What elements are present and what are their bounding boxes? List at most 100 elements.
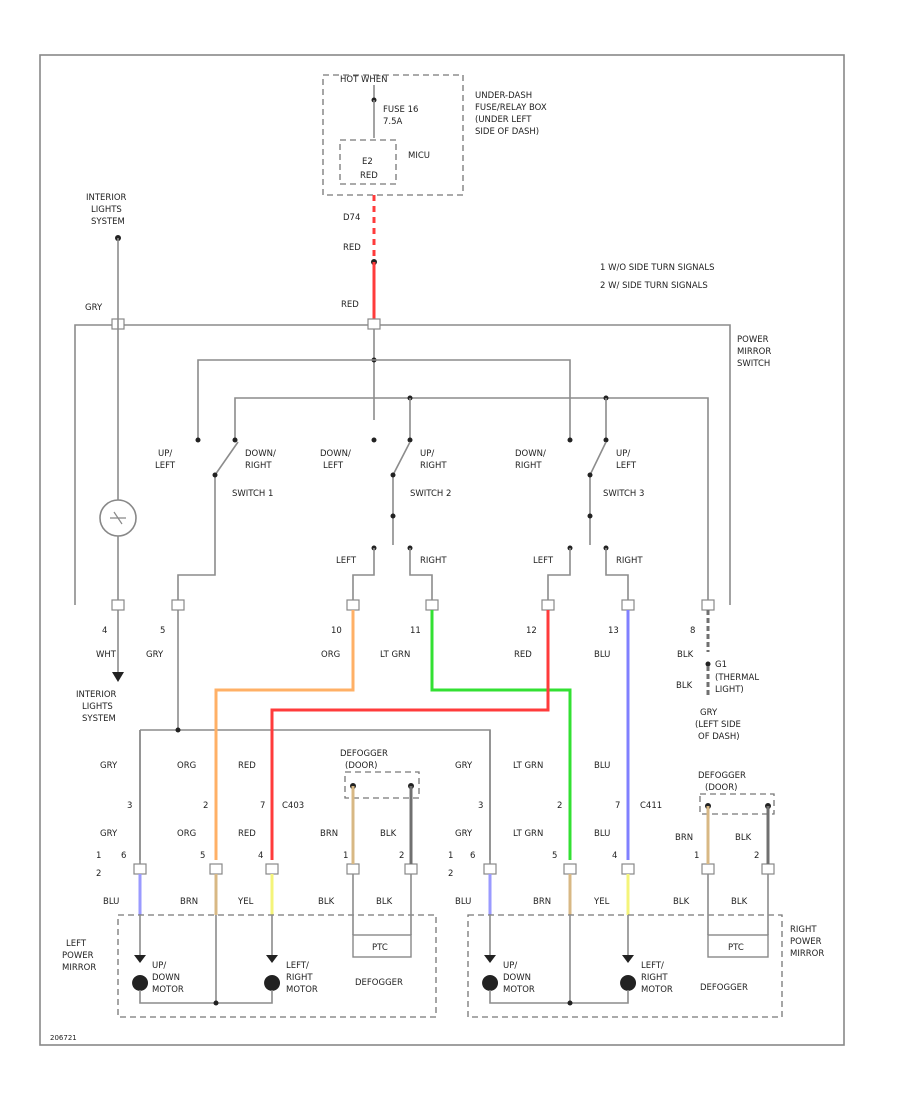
rm-bottom-pin-2: 5 bbox=[552, 851, 557, 861]
rm-top-color-3: BLU bbox=[594, 761, 610, 771]
lm-motor1-2: DOWN bbox=[152, 973, 180, 983]
lm-bottom-pin-3: 4 bbox=[258, 851, 263, 861]
lm-motor1-3: MOTOR bbox=[152, 985, 184, 995]
rm-mid-color-1: GRY bbox=[455, 829, 473, 839]
left-mirror-group: GRY ORG RED 3 2 7 C403 GRY ORG RED 1 2 6… bbox=[62, 749, 437, 1018]
rm-conn-2 bbox=[563, 863, 577, 875]
sw3-contact-r bbox=[603, 437, 609, 443]
rm-mid-color-3: BLU bbox=[594, 829, 610, 839]
switch2-center bbox=[390, 513, 396, 519]
org-wire bbox=[214, 610, 355, 860]
sw1-right-label-1: DOWN/ bbox=[245, 449, 276, 459]
lm-pin-1: 3 bbox=[127, 801, 132, 811]
fuse-box-label-4: SIDE OF DASH) bbox=[475, 127, 539, 137]
interior-lights-arrow bbox=[112, 672, 124, 682]
lm-bottom-pin-4: 1 bbox=[343, 851, 348, 861]
ground-blk-bottom: BLK bbox=[676, 681, 693, 691]
rm-name-2: POWER bbox=[790, 937, 822, 947]
lm-top-color-1: GRY bbox=[100, 761, 118, 771]
rm-motor2-1: LEFT/ bbox=[641, 961, 664, 971]
gry-distribution bbox=[140, 729, 491, 860]
note-1: 1 W/O SIDE TURN SIGNALS bbox=[600, 263, 714, 273]
rm-common-dot bbox=[567, 1000, 573, 1006]
d74-label: D74 bbox=[343, 213, 360, 223]
lm-conn-1 bbox=[133, 863, 147, 875]
rm-motor2-2: RIGHT bbox=[641, 973, 668, 983]
rm-bottom-color-1: BLU bbox=[455, 897, 471, 907]
ground-label-1: (THERMAL bbox=[715, 673, 759, 683]
lm-mid-color-1: GRY bbox=[100, 829, 118, 839]
lm-bottom-pin-2: 5 bbox=[200, 851, 205, 861]
lm-motor-common bbox=[139, 990, 273, 1004]
sw3-left-text: LEFT bbox=[533, 556, 554, 566]
switch-label-2: MIRROR bbox=[737, 347, 771, 357]
top-red-label: RED bbox=[343, 243, 361, 253]
sw1-left-label-1: UP/ bbox=[158, 449, 172, 459]
lm-bottom-color-3: YEL bbox=[237, 897, 254, 907]
rm-pin-1: 3 bbox=[478, 801, 483, 811]
lt-grn-wire bbox=[430, 610, 572, 860]
pin-13-connector bbox=[621, 599, 635, 611]
e2-connector-label: E2 bbox=[362, 157, 373, 167]
fuse-rating-label: 7.5A bbox=[383, 117, 403, 127]
lm-motor2-2: RIGHT bbox=[286, 973, 313, 983]
pin-5-connector bbox=[171, 599, 185, 611]
interior-lights-bottom-3: SYSTEM bbox=[82, 714, 116, 724]
g1-dot bbox=[705, 661, 711, 667]
lm-defogger-top-2: (DOOR) bbox=[345, 761, 377, 771]
pin-10-connector bbox=[346, 599, 360, 611]
interior-lights-top-1: INTERIOR bbox=[86, 193, 127, 203]
switch1-name: SWITCH 1 bbox=[232, 489, 273, 499]
rm-heater-label: PTC bbox=[728, 943, 744, 953]
sw3-left-label-1: DOWN/ bbox=[515, 449, 546, 459]
lm-inner-wires bbox=[139, 874, 412, 1003]
lm-name-2: POWER bbox=[62, 951, 94, 961]
sw3-right-text: RIGHT bbox=[616, 556, 643, 566]
bus-lower bbox=[234, 397, 709, 602]
red-connector bbox=[367, 318, 381, 330]
pin-12-connector bbox=[541, 599, 555, 611]
rm-conn-3 bbox=[621, 863, 635, 875]
sw3-right-label-2: LEFT bbox=[616, 461, 637, 471]
lm-bottom-color-1: BLU bbox=[103, 897, 119, 907]
lamp-filament bbox=[110, 511, 126, 525]
fuse-box-label-2: FUSE/RELAY BOX bbox=[475, 103, 547, 113]
lm-top-color-3: RED bbox=[238, 761, 256, 771]
lm-common-dot bbox=[213, 1000, 219, 1006]
rm-bottom-pin-4: 1 bbox=[694, 851, 699, 861]
switch3-name: SWITCH 3 bbox=[603, 489, 644, 499]
lm-heater-label: PTC bbox=[372, 943, 388, 953]
sw2-left-label-1: DOWN/ bbox=[320, 449, 351, 459]
fuse-relay-box bbox=[322, 74, 464, 196]
sw2-left-text: LEFT bbox=[336, 556, 357, 566]
rm-bottom-color-5: BLK bbox=[731, 897, 748, 907]
note-2: 2 W/ SIDE TURN SIGNALS bbox=[600, 281, 708, 291]
lm-mid-color-2: ORG bbox=[177, 829, 196, 839]
rm-bottom-pin-1: 6 bbox=[470, 851, 475, 861]
gry-connector-drops bbox=[139, 730, 491, 864]
switch2-pivot bbox=[390, 472, 396, 478]
lm-conn-3 bbox=[265, 863, 279, 875]
lm-defogger-color-2: BLK bbox=[380, 829, 397, 839]
pin-10-color: ORG bbox=[321, 650, 340, 660]
fuse-box-label-1: UNDER-DASH bbox=[475, 91, 532, 101]
rm-bottom-color-2: BRN bbox=[533, 897, 551, 907]
lm-bottom-color-5: BLK bbox=[376, 897, 393, 907]
sw3-left-label-2: RIGHT bbox=[515, 461, 542, 471]
rm-bottom-pin-5: 2 bbox=[754, 851, 759, 861]
lm-defogger-color-1: BRN bbox=[320, 829, 338, 839]
lm-note-pin-2: 2 bbox=[96, 869, 101, 879]
rm-defogger-top-1: DEFOGGER bbox=[698, 771, 746, 781]
rm-defogger-color-1: BRN bbox=[675, 833, 693, 843]
lm-motor1-1: UP/ bbox=[152, 961, 166, 971]
switch1-pivot bbox=[212, 472, 218, 478]
gry-junction-dot bbox=[175, 727, 181, 733]
lm-bottom-color-2: BRN bbox=[180, 897, 198, 907]
lm-pin-3: 7 bbox=[260, 801, 265, 811]
red-wire bbox=[270, 610, 550, 860]
sw1-left-label-2: LEFT bbox=[155, 461, 176, 471]
lm-motor2-1: LEFT/ bbox=[286, 961, 309, 971]
switch1-blade bbox=[177, 441, 239, 602]
lm-note-pin-1: 1 bbox=[96, 851, 101, 861]
rm-motor1-3: MOTOR bbox=[503, 985, 535, 995]
